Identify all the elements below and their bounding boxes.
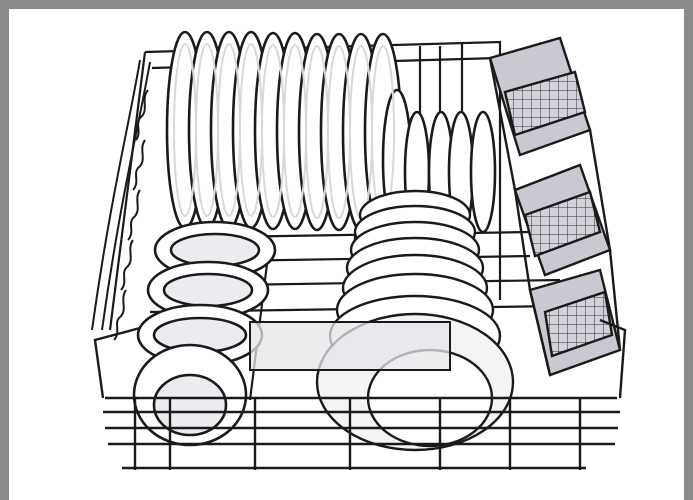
- rack-shelf-bar: [249, 321, 451, 371]
- cutlery-basket: [488, 36, 622, 377]
- rack-left-side: [91, 59, 151, 341]
- stacked-bowls-left: [132, 220, 277, 447]
- rack-front-wires: [93, 318, 627, 470]
